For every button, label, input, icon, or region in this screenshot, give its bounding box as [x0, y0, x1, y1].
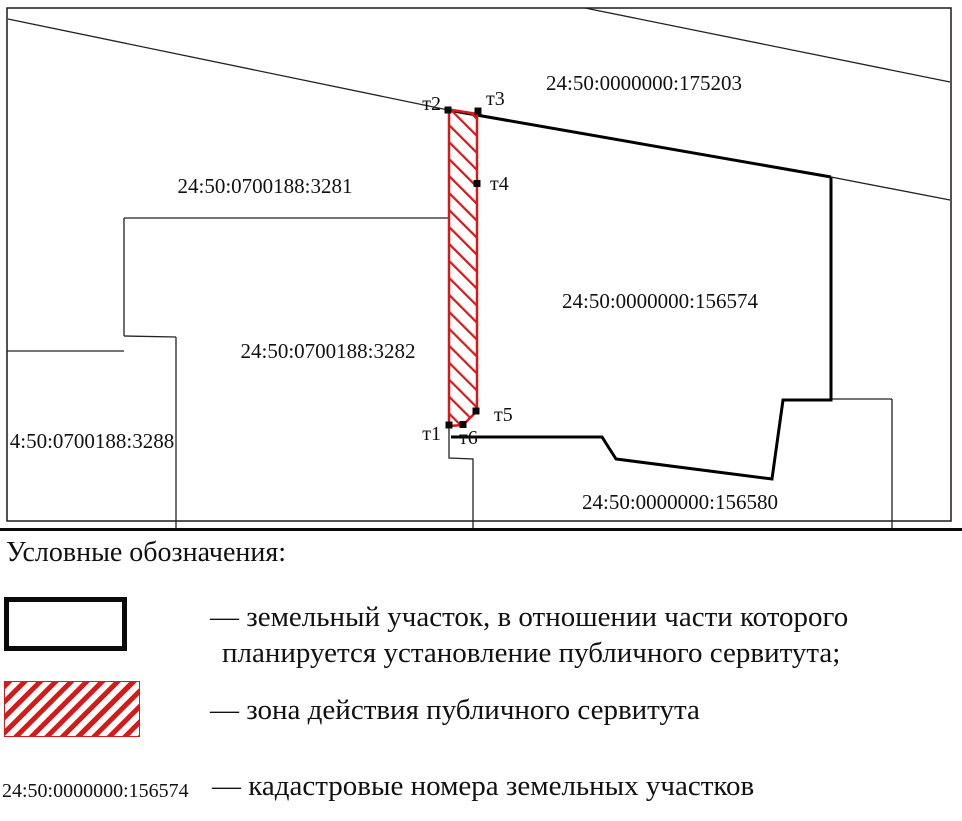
boundary-diagonal-upper	[584, 7, 951, 83]
legend-cadastral-example: 24:50:0000000:156574	[2, 780, 189, 802]
map-frame	[6, 7, 952, 522]
map-bottom-separator	[0, 528, 962, 531]
point-t6-label: т6	[459, 427, 478, 449]
point-t3-label: т3	[486, 88, 505, 110]
legend-cadastral-text: — кадастровые номера земельных участков	[212, 770, 755, 802]
bold-boundary-right-bottom	[451, 177, 833, 481]
cadastral-map: т2 т3 т4 т5 т1 т6 24:50:0000000:175203 2…	[0, 7, 962, 531]
point-t3-marker	[474, 107, 482, 115]
point-t6-marker	[459, 421, 467, 428]
legend-parcel-text-line2: планируется установление публичного серв…	[222, 637, 841, 669]
servitude-zone-polygon	[447, 108, 479, 428]
boundary-step-horizontal	[123, 335, 177, 338]
parcel-156574-bold-boundary	[447, 108, 833, 481]
legend-parcel-text-line1: — земельный участок, в отношении части к…	[210, 601, 849, 633]
point-t5-label: т5	[494, 404, 513, 426]
boundary-diagonal-top-left	[7, 18, 449, 111]
point-t4-marker	[473, 180, 481, 187]
legend-parcel-swatch	[4, 597, 127, 651]
point-t5-marker	[472, 407, 480, 415]
legend-heading: Условные обозначения:	[6, 537, 287, 568]
point-t2-label: т2	[422, 93, 441, 115]
parcel-label-175203: 24:50:0000000:175203	[546, 71, 742, 95]
legend-zone-swatch	[4, 681, 140, 737]
point-t4-label: т4	[490, 173, 509, 195]
point-t2-marker	[444, 106, 452, 114]
point-t1-label: т1	[422, 423, 441, 445]
boundary-below-t1	[448, 428, 474, 528]
thin-boundaries	[7, 7, 951, 528]
survey-points	[444, 106, 482, 429]
parcel-label-156574: 24:50:0000000:156574	[562, 289, 759, 313]
bold-boundary-top-diagonal	[447, 108, 832, 179]
parcel-label-3281: 24:50:0700188:3281	[177, 174, 352, 198]
parcel-label-3282: 24:50:0700188:3282	[240, 339, 415, 363]
boundary-diagonal-continuation	[830, 176, 951, 201]
legend-zone-text: — зона действия публичного сервитута	[210, 694, 700, 726]
parcel-label-3288: 4:50:0700188:3288	[10, 429, 175, 453]
point-t1-marker	[445, 421, 453, 429]
parcel-label-156580: 24:50:0000000:156580	[582, 490, 778, 514]
